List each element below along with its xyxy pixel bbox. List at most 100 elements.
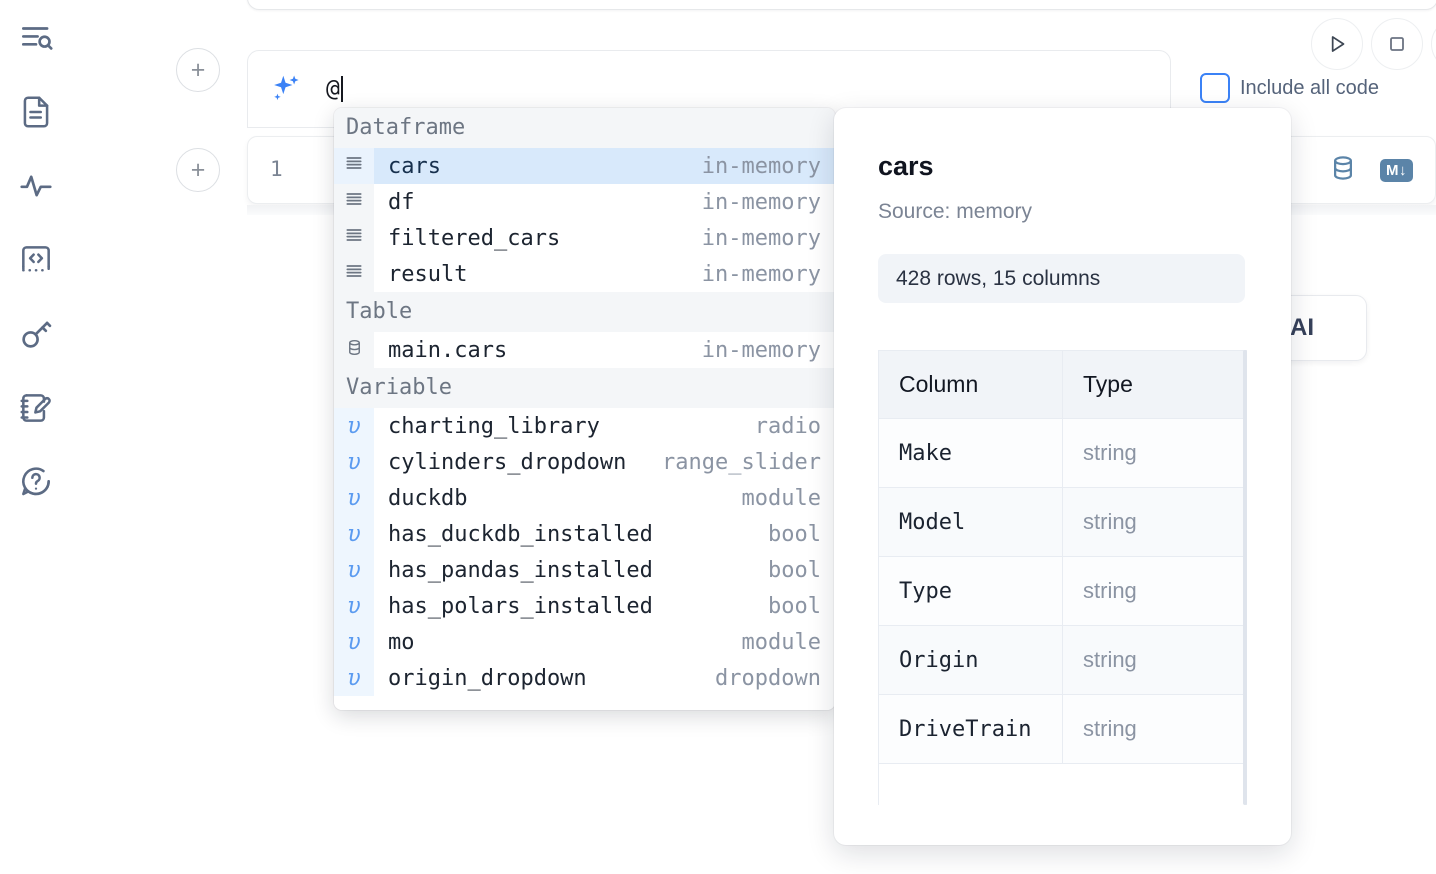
include-all-code-row[interactable]: Include all code [1200,73,1379,103]
autocomplete-item[interactable]: main.carsin-memory [334,332,835,368]
variable-icon: υ [347,666,360,691]
doc-column-name: Make [879,419,1063,488]
notebook-pencil-icon[interactable] [16,388,56,428]
dataframe-icon [344,153,364,179]
doc-schema-table-wrap: ColumnType MakestringModelstringTypestri… [878,350,1247,805]
autocomplete-item[interactable]: υ origin_dropdowndropdown [334,660,835,696]
autocomplete-item[interactable]: filtered_carsin-memory [334,220,835,256]
outline-search-icon[interactable] [16,18,56,58]
variable-icon: υ [347,414,360,439]
sidebar [0,0,72,874]
autocomplete-item-icon [334,184,374,220]
autocomplete-item[interactable]: υduckdbmodule [334,480,835,516]
doc-table-header-row: ColumnType [879,351,1246,419]
top-panel [247,0,1436,10]
doc-table-scrollbar[interactable] [1243,350,1247,805]
markdown-badge[interactable]: M↓ [1380,159,1413,182]
autocomplete-item-type: in-memory [702,338,835,363]
doc-column-name: Model [879,488,1063,557]
code-brackets-icon[interactable] [16,240,56,280]
autocomplete-dropdown[interactable]: Dataframecarsin-memorydfin-memoryfiltere… [334,108,835,710]
autocomplete-group-header: Table [334,292,835,332]
autocomplete-item-type: in-memory [702,190,835,215]
ai-prompt-value: @ [326,76,340,102]
autocomplete-item[interactable]: υmomodule [334,624,835,660]
autocomplete-item-icon: υ [334,660,374,696]
autocomplete-item-name: main.cars [374,338,702,363]
autocomplete-item-name: duckdb [374,486,742,511]
dataframe-icon [344,261,364,287]
text-caret [341,76,343,102]
key-icon[interactable] [16,314,56,354]
doc-column-type: string [1063,626,1247,695]
doc-table-row: Typestring [879,557,1246,626]
ai-prompt-input[interactable]: @ [306,66,1170,112]
doc-title: cars [878,151,934,182]
autocomplete-clipped-row [334,696,835,710]
include-all-code-checkbox[interactable] [1200,73,1230,103]
doc-column-type: string [1063,557,1247,626]
autocomplete-item-icon [334,332,374,368]
doc-table-row: DriveTrainstring [879,695,1246,764]
dataframe-icon [344,225,364,251]
autocomplete-item[interactable]: carsin-memory [334,148,835,184]
variable-icon: υ [347,558,360,583]
doc-column-type: string [1063,488,1247,557]
doc-source: Source: memory [878,200,1032,224]
autocomplete-item-name: origin_dropdown [374,666,715,691]
documentation-panel: cars Source: memory 428 rows, 15 columns… [834,108,1291,845]
cell-right-icons: M↓ [1328,153,1413,188]
help-chat-icon[interactable] [16,462,56,502]
autocomplete-item-type: range_slider [662,450,835,475]
autocomplete-item[interactable]: υcharting_libraryradio [334,408,835,444]
autocomplete-item-icon: υ [334,516,374,552]
stop-button[interactable] [1371,18,1423,70]
doc-table-body: MakestringModelstringTypestringOriginstr… [879,419,1246,764]
variable-icon: υ [347,450,360,475]
variable-icon: υ [347,522,360,547]
run-controls [1311,18,1436,70]
autocomplete-item-name: filtered_cars [374,226,702,251]
autocomplete-item-name: mo [374,630,742,655]
doc-column-type: string [1063,419,1247,488]
doc-table-row: Modelstring [879,488,1246,557]
run-button[interactable] [1311,18,1363,70]
autocomplete-item[interactable]: dfin-memory [334,184,835,220]
dataframe-icon [344,189,364,215]
autocomplete-item-icon: υ [334,408,374,444]
add-cell-button-bottom[interactable]: + [176,148,220,192]
autocomplete-item-type: bool [768,594,835,619]
autocomplete-list: Dataframecarsin-memorydfin-memoryfiltere… [334,108,835,696]
activity-icon[interactable] [16,166,56,206]
add-cell-button-top[interactable]: + [176,48,220,92]
doc-table-header-cell: Column [879,351,1063,419]
autocomplete-item[interactable]: υcylinders_dropdownrange_slider [334,444,835,480]
doc-column-name: Origin [879,626,1063,695]
autocomplete-item[interactable]: υhas_polars_installedbool [334,588,835,624]
variable-icon: υ [347,594,360,619]
autocomplete-item-icon [334,256,374,292]
autocomplete-item[interactable]: resultin-memory [334,256,835,292]
autocomplete-item-type: module [742,630,835,655]
database-icon[interactable] [1328,153,1358,188]
autocomplete-item-icon [334,148,374,184]
autocomplete-item-type: dropdown [715,666,835,691]
autocomplete-item-type: radio [755,414,835,439]
autocomplete-item-name: has_duckdb_installed [374,522,768,547]
autocomplete-item[interactable]: υhas_pandas_installedbool [334,552,835,588]
autocomplete-item-name: has_pandas_installed [374,558,768,583]
autocomplete-item[interactable]: υhas_duckdb_installedbool [334,516,835,552]
autocomplete-item-name: cars [374,154,702,179]
autocomplete-item-icon: υ [334,588,374,624]
autocomplete-item-icon: υ [334,480,374,516]
variable-icon: υ [347,486,360,511]
doc-table-header-cell: Type [1063,351,1247,419]
autocomplete-item-type: module [742,486,835,511]
autocomplete-item-type: in-memory [702,154,835,179]
autocomplete-item-type: in-memory [702,262,835,287]
doc-column-name: DriveTrain [879,695,1063,764]
more-actions-button[interactable] [1431,18,1436,70]
document-icon[interactable] [16,92,56,132]
doc-shape-badge: 428 rows, 15 columns [878,254,1245,303]
doc-table-row: Originstring [879,626,1246,695]
